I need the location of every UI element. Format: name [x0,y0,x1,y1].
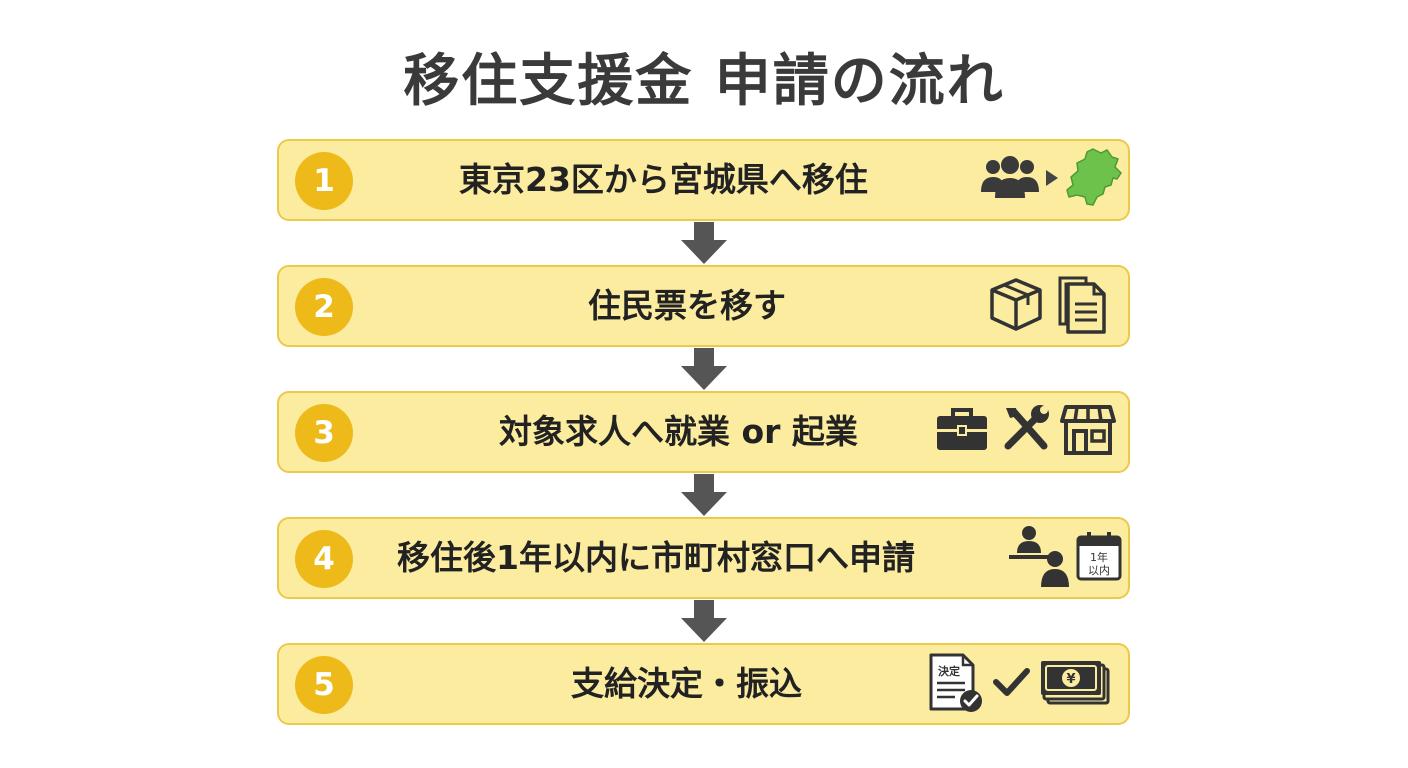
miyagi-map-icon [1063,147,1127,213]
flow-arrow [681,222,727,264]
step-1: 1 東京23区から宮城県へ移住 [277,139,1130,221]
document-text: 決定 [938,664,960,678]
calendar-text-1: 1年 [1090,550,1108,564]
step-number-badge: 5 [295,656,353,714]
storefront-icon [1060,403,1116,461]
calendar-text-2: 以内 [1088,563,1110,577]
tools-icon [998,404,1054,460]
page-title: 移住支援金 申請の流れ [403,49,1005,114]
step-label: 支給決定・振込 [571,664,802,703]
briefcase-icon [934,404,990,460]
step-icons [984,267,1110,345]
step-label: 移住後1年以内に市町村窓口へ申請 [397,538,915,577]
step-4: 4 移住後1年以内に市町村窓口へ申請 1年 以内 [277,517,1130,599]
step-5: 5 支給決定・振込 決定 [277,643,1130,725]
step-number-badge: 3 [295,404,353,462]
step-label: 住民票を移す [588,286,786,325]
flow-arrow [681,474,727,516]
box-icon [984,274,1048,338]
step-number-badge: 2 [295,278,353,336]
step-3: 3 対象求人へ就業 or 起業 [277,391,1130,473]
step-icons [934,393,1116,471]
step-number-badge: 1 [295,152,353,210]
step-label: 対象求人へ就業 or 起業 [499,412,858,451]
step-2: 2 住民票を移す [277,265,1130,347]
checkmark-icon [991,662,1031,706]
flow-arrow [681,600,727,642]
counter-service-icon [1007,523,1071,593]
flow-arrow [681,348,727,390]
step-icons: 1年 以内 [1007,519,1123,597]
small-arrow-right-icon [1041,152,1063,208]
people-group-icon [979,152,1041,208]
currency-symbol: ¥ [1066,672,1075,687]
step-icons: 決定 ¥ [927,645,1111,723]
decision-document-icon: 決定 [927,649,987,719]
yen-bills-icon: ¥ [1039,657,1111,711]
step-label: 東京23区から宮城県へ移住 [459,160,868,199]
step-icons [979,141,1127,219]
step-number-badge: 4 [295,530,353,588]
documents-icon [1056,272,1110,340]
calendar-icon: 1年 以内 [1075,529,1123,587]
